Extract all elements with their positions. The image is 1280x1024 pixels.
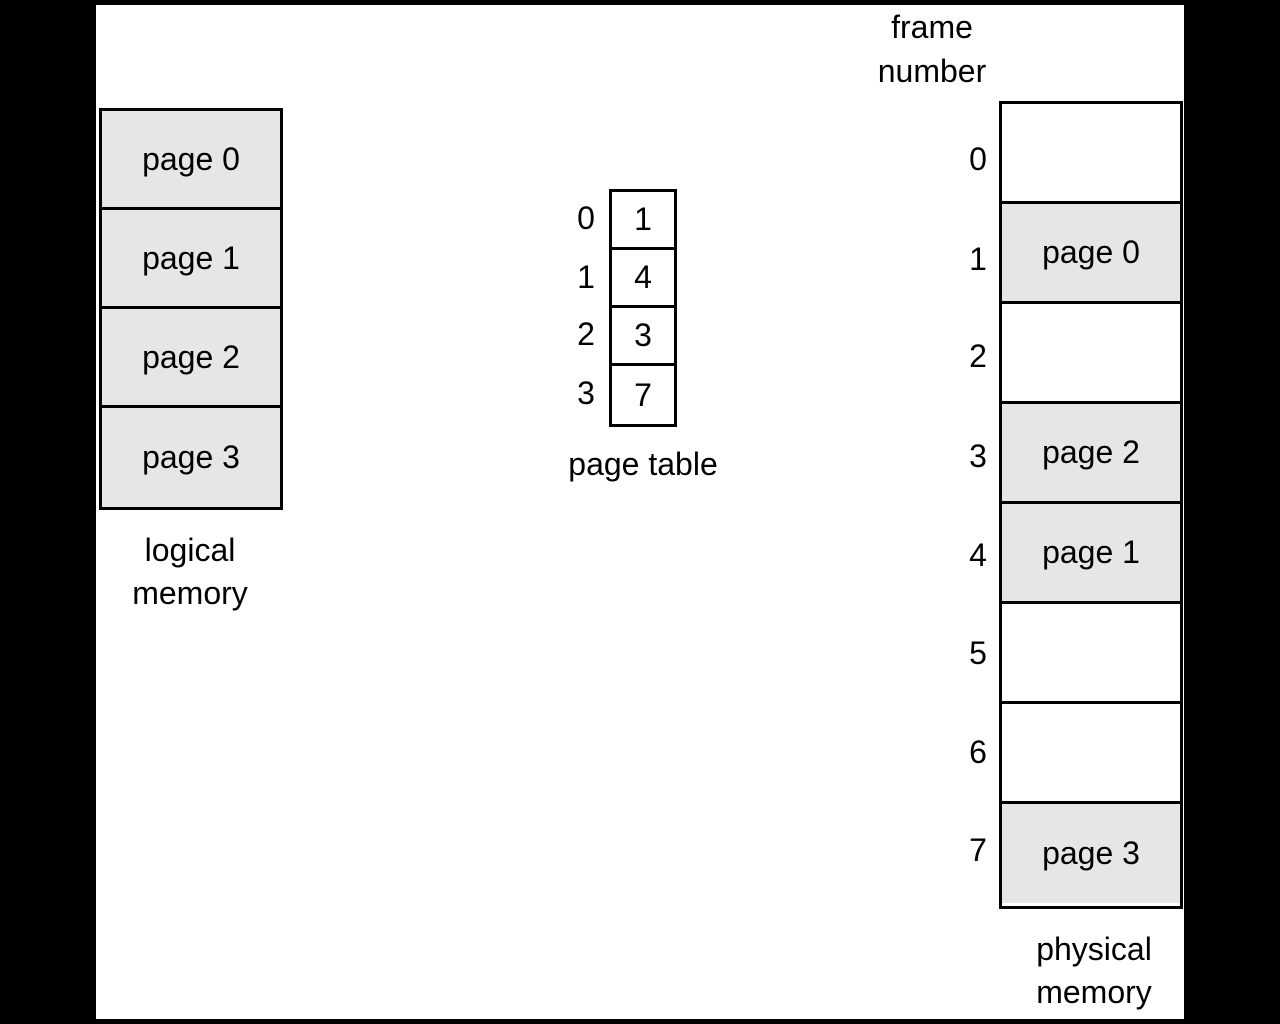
logical-page-3: page 3 xyxy=(102,408,280,507)
logical-page-2: page 2 xyxy=(102,309,280,408)
physical-memory: page 0 page 2 page 1 page 3 xyxy=(999,101,1183,909)
physical-frame-1: page 0 xyxy=(1002,204,1180,304)
physical-memory-caption-line1: physical xyxy=(1036,931,1152,967)
page-table-index-3: 3 xyxy=(577,375,595,411)
physical-frame-3: page 2 xyxy=(1002,404,1180,504)
logical-memory: page 0 page 1 page 2 page 3 xyxy=(99,108,283,510)
page-table-index-0: 0 xyxy=(577,200,595,236)
page-table-entry-0: 1 xyxy=(612,192,674,250)
physical-frame-2 xyxy=(1002,304,1180,404)
logical-page-1: page 1 xyxy=(102,210,280,309)
physical-frame-4: page 1 xyxy=(1002,504,1180,604)
physical-memory-caption-line2: memory xyxy=(1036,974,1152,1010)
page-table-entry-1: 4 xyxy=(612,250,674,308)
frame-number-1: 1 xyxy=(969,241,987,277)
frame-number-4: 4 xyxy=(969,537,987,573)
page-table-index-1: 1 xyxy=(577,259,595,295)
logical-page-0: page 0 xyxy=(102,111,280,210)
physical-frame-6 xyxy=(1002,704,1180,804)
frame-number-3: 3 xyxy=(969,438,987,474)
frame-number-5: 5 xyxy=(969,635,987,671)
frame-number-header-line2: number xyxy=(877,53,987,89)
page-table-index-2: 2 xyxy=(577,316,595,352)
frame-number-2: 2 xyxy=(969,338,987,374)
logical-memory-caption-line2: memory xyxy=(132,575,248,611)
frame-number-header-line1: frame xyxy=(891,9,973,45)
frame-number-6: 6 xyxy=(969,734,987,770)
frame-number-0: 0 xyxy=(969,141,987,177)
frame-number-7: 7 xyxy=(969,832,987,868)
logical-memory-caption-line1: logical xyxy=(144,532,236,568)
physical-frame-0 xyxy=(1002,104,1180,204)
physical-frame-7: page 3 xyxy=(1002,804,1180,903)
physical-frame-5 xyxy=(1002,604,1180,704)
page-table: 1 4 3 7 xyxy=(609,189,677,427)
page-table-entry-2: 3 xyxy=(612,308,674,366)
page-table-entry-3: 7 xyxy=(612,366,674,424)
page-table-caption: page table xyxy=(568,446,718,482)
